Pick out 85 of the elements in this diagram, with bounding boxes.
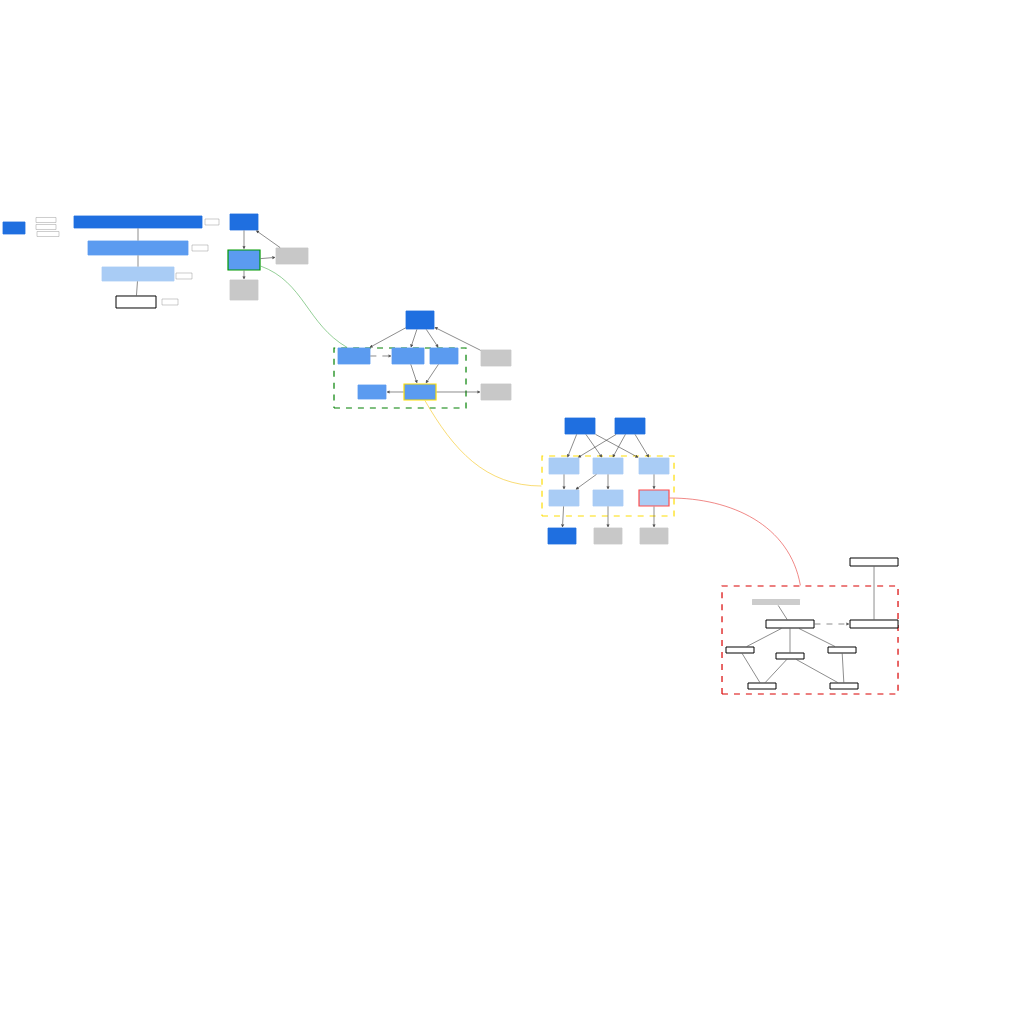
component-box xyxy=(592,457,624,475)
connector-line xyxy=(137,255,139,267)
container-box xyxy=(403,383,437,401)
boundary-box xyxy=(721,585,899,695)
connector-line xyxy=(841,653,845,683)
arrow xyxy=(606,474,610,490)
container-box xyxy=(391,347,425,365)
external-system-box xyxy=(593,527,623,545)
person-box xyxy=(405,310,435,330)
arrow xyxy=(634,434,649,458)
curve-connector xyxy=(260,265,348,348)
connector-line xyxy=(796,659,838,683)
class-box xyxy=(775,652,805,660)
component-box xyxy=(638,457,670,475)
connector-line xyxy=(777,605,788,620)
component-box xyxy=(638,489,670,507)
connector-line xyxy=(873,566,875,620)
class-box xyxy=(849,619,899,629)
arrow xyxy=(434,327,481,351)
arrow xyxy=(578,434,617,458)
person-box xyxy=(229,213,259,231)
person-box xyxy=(2,221,26,235)
arrow xyxy=(606,506,610,528)
class-box xyxy=(747,682,777,690)
arrow xyxy=(561,506,564,528)
arrow xyxy=(425,364,439,384)
external-system-box xyxy=(480,383,512,401)
arrow xyxy=(410,364,418,383)
arrow xyxy=(242,270,246,280)
component-box xyxy=(101,266,175,282)
arrow xyxy=(386,390,404,394)
arrow xyxy=(369,327,406,348)
arrow xyxy=(256,230,281,248)
tag-box xyxy=(35,224,57,230)
external-system-box xyxy=(639,527,669,545)
boundary-box xyxy=(541,455,675,517)
arrow xyxy=(242,230,246,249)
arrow xyxy=(425,329,439,348)
person-box xyxy=(547,527,577,545)
container-box xyxy=(357,384,387,400)
arrow xyxy=(260,256,276,259)
arrow xyxy=(595,434,639,458)
person-box xyxy=(614,417,646,435)
container-box xyxy=(337,347,371,365)
connector-line xyxy=(798,628,836,647)
class-box xyxy=(827,646,857,654)
tag-box xyxy=(35,217,57,223)
arrow xyxy=(814,622,850,626)
container-box xyxy=(429,347,459,365)
connector-line xyxy=(789,628,791,653)
arrow xyxy=(652,506,656,528)
curve-connector xyxy=(424,400,542,487)
curve-connector xyxy=(669,497,801,586)
arrow xyxy=(370,354,392,358)
arrow xyxy=(652,474,656,489)
connector-line xyxy=(137,228,139,241)
boundary-box xyxy=(333,347,467,409)
class-box xyxy=(765,619,815,629)
class-box xyxy=(849,557,899,567)
system-box xyxy=(227,249,261,271)
external-system-box xyxy=(275,247,309,265)
component-box xyxy=(548,489,580,507)
arrow xyxy=(436,390,481,394)
arrow xyxy=(410,329,418,348)
arrow xyxy=(562,474,566,490)
tag-box xyxy=(36,231,60,237)
system-box xyxy=(73,215,203,229)
class-name-bar xyxy=(752,599,800,605)
arrow xyxy=(612,434,626,458)
class-box xyxy=(725,646,755,654)
arrow xyxy=(585,434,602,458)
connector-line xyxy=(746,628,782,647)
connector-line xyxy=(765,659,788,683)
arrow xyxy=(575,474,597,490)
external-system-box xyxy=(480,349,512,367)
component-box xyxy=(592,489,624,507)
class-box xyxy=(829,682,859,690)
connector-line xyxy=(741,653,761,683)
person-box xyxy=(564,417,596,435)
container-box xyxy=(87,240,189,256)
class-box xyxy=(115,295,157,309)
external-system-box xyxy=(229,279,259,301)
component-box xyxy=(548,457,580,475)
arrow xyxy=(567,434,577,458)
connector-line xyxy=(136,281,138,296)
